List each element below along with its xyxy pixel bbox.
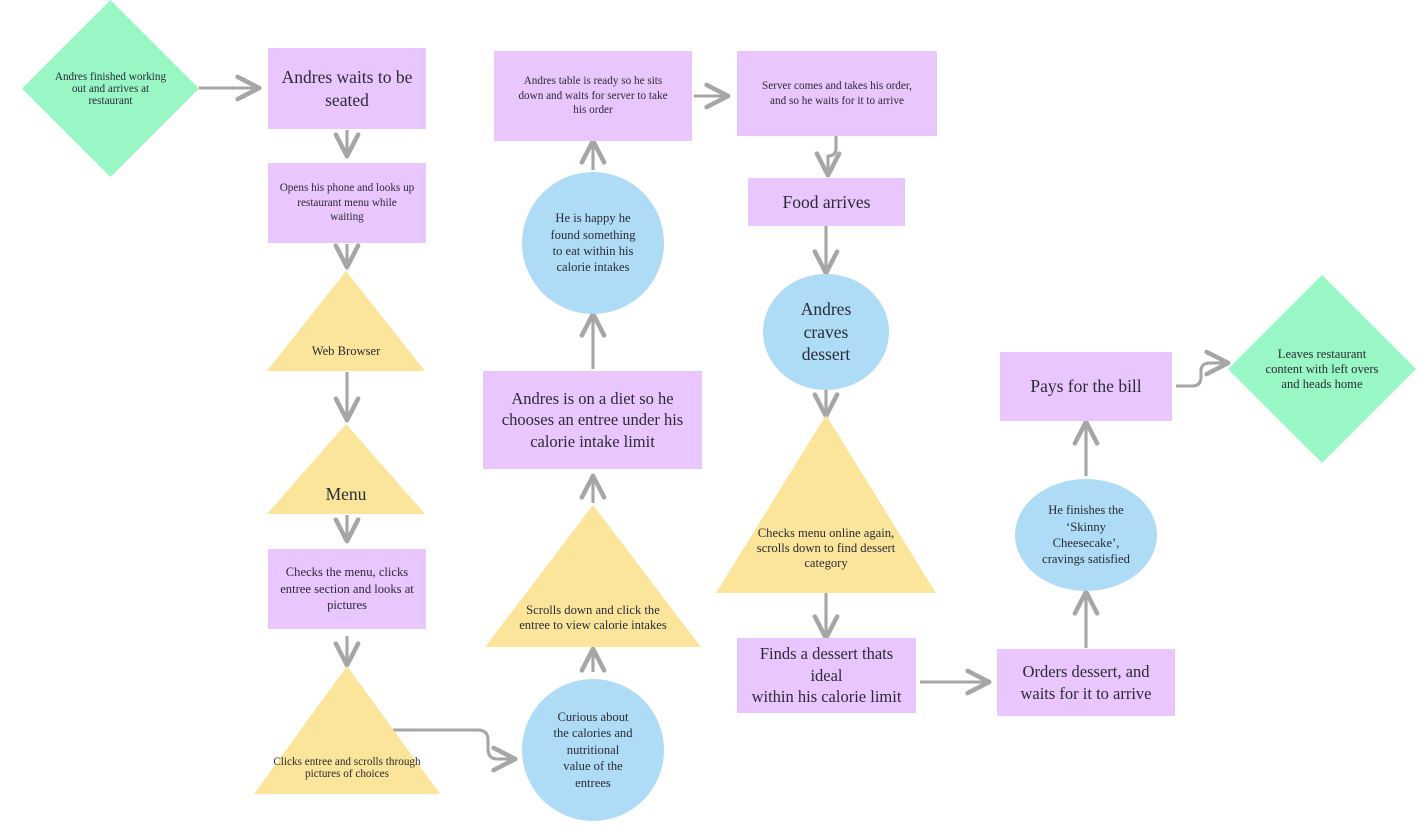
node-table-ready-label: Andres table is ready so he sits down an… xyxy=(518,75,668,117)
node-opens-phone[interactable]: Opens his phone and looks up restaurant … xyxy=(268,163,426,243)
node-waits-seated[interactable]: Andres waits to be seated xyxy=(268,48,426,129)
node-checks-menu-again[interactable]: Checks menu online again, scrolls down t… xyxy=(716,415,936,593)
node-on-a-diet[interactable]: Andres is on a diet so he chooses an ent… xyxy=(483,371,702,469)
node-leaves-diamond[interactable]: Leaves restaurant content with left over… xyxy=(1228,275,1416,463)
node-finishes-cheesecake-label: He finishes the ‘Skinny Cheesecake’, cra… xyxy=(1042,503,1130,567)
node-pays-bill[interactable]: Pays for the bill xyxy=(1000,352,1172,421)
node-food-arrives-label: Food arrives xyxy=(782,191,871,212)
node-orders-dessert[interactable]: Orders dessert, and waits for it to arri… xyxy=(997,649,1175,716)
node-menu-label: Menu xyxy=(325,484,367,504)
node-finds-dessert-label: Finds a dessert thats ideal within his c… xyxy=(751,644,902,707)
node-clicks-entree-label: Clicks entree and scrolls through pictur… xyxy=(273,756,421,780)
node-craves-dessert[interactable]: Andres craves dessert xyxy=(763,274,889,390)
node-food-arrives[interactable]: Food arrives xyxy=(748,178,905,226)
node-start-diamond[interactable]: Andres finished working out and arrives … xyxy=(22,0,199,177)
node-curious-calories-label: Curious about the calories and nutrition… xyxy=(553,710,633,790)
node-checks-menu-again-text-wrap: Checks menu online again, scrolls down t… xyxy=(747,526,905,571)
node-checks-menu-again-label: Checks menu online again, scrolls down t… xyxy=(756,526,896,570)
node-web-browser-label: Web Browser xyxy=(311,344,381,358)
node-server-order-label: Server comes and takes his order, and so… xyxy=(762,79,912,107)
node-curious-calories[interactable]: Curious about the calories and nutrition… xyxy=(522,679,664,821)
node-clicks-entree[interactable]: Clicks entree and scrolls through pictur… xyxy=(254,666,440,794)
node-waits-seated-label: Andres waits to be seated xyxy=(281,66,413,110)
node-finishes-cheesecake[interactable]: He finishes the ‘Skinny Cheesecake’, cra… xyxy=(1015,479,1157,591)
node-start-label: Andres finished working out and arrives … xyxy=(54,70,167,107)
node-menu-text-wrap: Menu xyxy=(288,484,405,505)
node-clicks-entree-text-wrap: Clicks entree and scrolls through pictur… xyxy=(269,756,425,780)
node-menu[interactable]: Menu xyxy=(267,424,425,514)
node-pays-bill-label: Pays for the bill xyxy=(1030,376,1142,397)
node-checks-menu[interactable]: Checks the menu, clicks entree section a… xyxy=(268,549,426,629)
node-opens-phone-label: Opens his phone and looks up restaurant … xyxy=(279,182,415,224)
node-happy-found-label: He is happy he found something to eat wi… xyxy=(550,211,636,275)
node-leaves-text-wrap: Leaves restaurant content with left over… xyxy=(1258,275,1386,463)
node-on-a-diet-label: Andres is on a diet so he chooses an ent… xyxy=(501,388,684,451)
node-orders-dessert-label: Orders dessert, and waits for it to arri… xyxy=(1020,662,1152,703)
node-scrolls-entree[interactable]: Scrolls down and click the entree to vie… xyxy=(485,505,701,647)
edge-server-order-to-food-arrives xyxy=(828,136,836,174)
edge-pays-bill-to-leaves xyxy=(1176,363,1227,388)
node-start-text-wrap: Andres finished working out and arrives … xyxy=(50,0,170,177)
node-web-browser[interactable]: Web Browser xyxy=(267,271,425,371)
node-finds-dessert[interactable]: Finds a dessert thats ideal within his c… xyxy=(737,638,916,713)
node-happy-found[interactable]: He is happy he found something to eat wi… xyxy=(522,172,664,314)
node-craves-dessert-label: Andres craves dessert xyxy=(800,298,852,365)
node-server-order[interactable]: Server comes and takes his order, and so… xyxy=(737,51,937,136)
node-checks-menu-label: Checks the menu, clicks entree section a… xyxy=(280,565,414,613)
node-scrolls-entree-label: Scrolls down and click the entree to vie… xyxy=(519,603,667,632)
node-table-ready[interactable]: Andres table is ready so he sits down an… xyxy=(494,51,692,141)
node-web-browser-text-wrap: Web Browser xyxy=(288,344,405,359)
node-leaves-label: Leaves restaurant content with left over… xyxy=(1265,346,1379,391)
node-scrolls-entree-text-wrap: Scrolls down and click the entree to vie… xyxy=(511,603,675,633)
